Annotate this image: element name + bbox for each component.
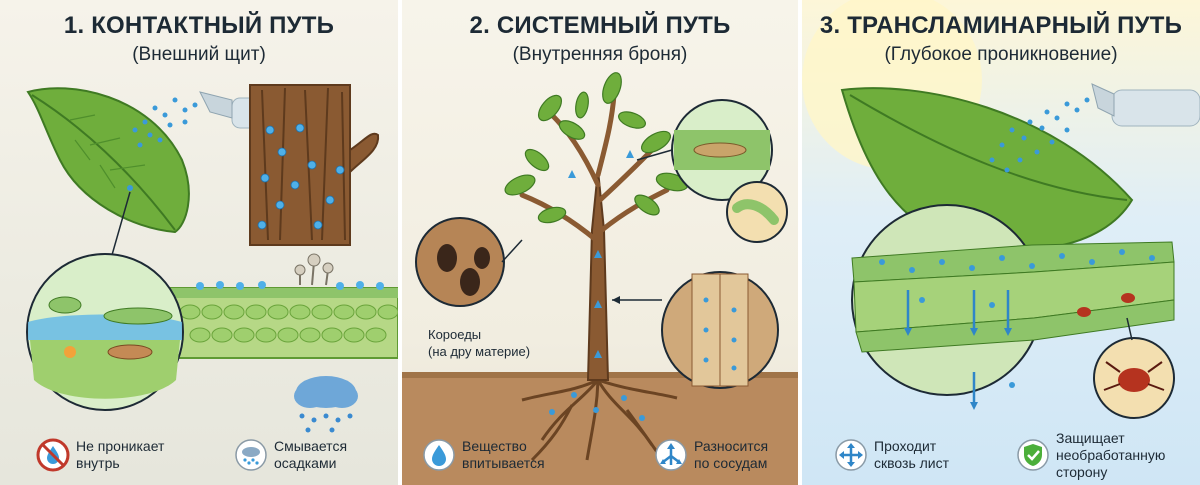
feature-line: сквозь лист xyxy=(874,455,950,471)
panel-translaminar-path: 3. ТРАНСЛАМИНАРНЫЙ ПУТЬ (Глубокое проник… xyxy=(802,0,1200,485)
contact-path-illustration xyxy=(26,84,398,433)
panel-subtitle: (Внутренняя броня) xyxy=(512,44,688,65)
branching-arrows-icon xyxy=(655,439,687,471)
leaf-cross-section-magnifier xyxy=(851,204,1175,410)
panel-title: 3. ТРАНСЛАМИНАРНЫЙ ПУТЬ xyxy=(819,12,1183,39)
large-leaf xyxy=(840,87,1134,251)
rain-cloud-icon xyxy=(235,439,267,471)
soil xyxy=(402,372,798,485)
panel-divider xyxy=(798,0,802,485)
feature-line: осадками xyxy=(274,455,337,471)
magnified-leaf-surface xyxy=(26,253,184,411)
spray-droplets xyxy=(989,97,1090,173)
callout-line: Короеды xyxy=(428,327,482,342)
tree-roots xyxy=(521,378,678,463)
shield-check-icon xyxy=(1017,439,1049,471)
bark-beetle-callout: Короеды (на дру материе) xyxy=(428,326,530,360)
rain-cloud-illustration xyxy=(294,376,358,433)
stem-vessel-magnifier xyxy=(612,271,779,389)
bark-droplets xyxy=(257,123,345,230)
feature-line: Проходит xyxy=(874,438,937,454)
panel-title: 2. СИСТЕМНЫЙ ПУТЬ xyxy=(469,12,731,39)
feature-line: Не проникает xyxy=(76,438,165,454)
feature-line: Защищает xyxy=(1056,430,1125,446)
panel-subtitle: (Внешний щит) xyxy=(132,44,266,65)
spray-droplets xyxy=(127,97,198,191)
tree-leaves xyxy=(504,72,689,224)
feature-line: Смывается xyxy=(274,438,348,454)
feature-line: внутрь xyxy=(76,455,120,471)
systemic-path-illustration xyxy=(402,72,798,485)
water-drop-icon xyxy=(423,439,455,471)
cross-arrows-icon xyxy=(835,439,867,471)
feature-line: по сосудам xyxy=(694,455,768,471)
feature-line: сторону xyxy=(1056,464,1108,480)
panel-systemic-path: 2. СИСТЕМНЫЙ ПУТЬ (Внутренняя броня) Кор… xyxy=(402,0,798,485)
feature-line: Вещество xyxy=(462,438,527,454)
panel-subtitle: (Глубокое проникновение) xyxy=(884,44,1118,65)
translaminar-path-illustration xyxy=(802,0,1200,419)
leaf-cross-section xyxy=(169,253,398,359)
panel-contact-path: 1. КОНТАКТНЫЙ ПУТЬ (Внешний щит) Не прон… xyxy=(0,0,398,485)
bark-beetle-magnifier xyxy=(415,217,523,307)
no-penetration-icon xyxy=(36,438,70,472)
leaf-caterpillar-magnifier xyxy=(636,99,788,243)
leaf-illustration xyxy=(26,87,190,234)
panel-title: 1. КОНТАКТНЫЙ ПУТЬ xyxy=(63,12,335,39)
spider-mite-magnifier xyxy=(1093,317,1175,419)
spray-bottle-illustration xyxy=(1091,83,1200,127)
feature-line: необработанную xyxy=(1056,447,1166,463)
callout-line: (на дру материе) xyxy=(428,344,531,359)
tree-bark-illustration xyxy=(249,84,380,246)
feature-line: впитывается xyxy=(462,455,545,471)
feature-line: Разносится xyxy=(694,438,769,454)
panel-divider xyxy=(398,0,402,485)
